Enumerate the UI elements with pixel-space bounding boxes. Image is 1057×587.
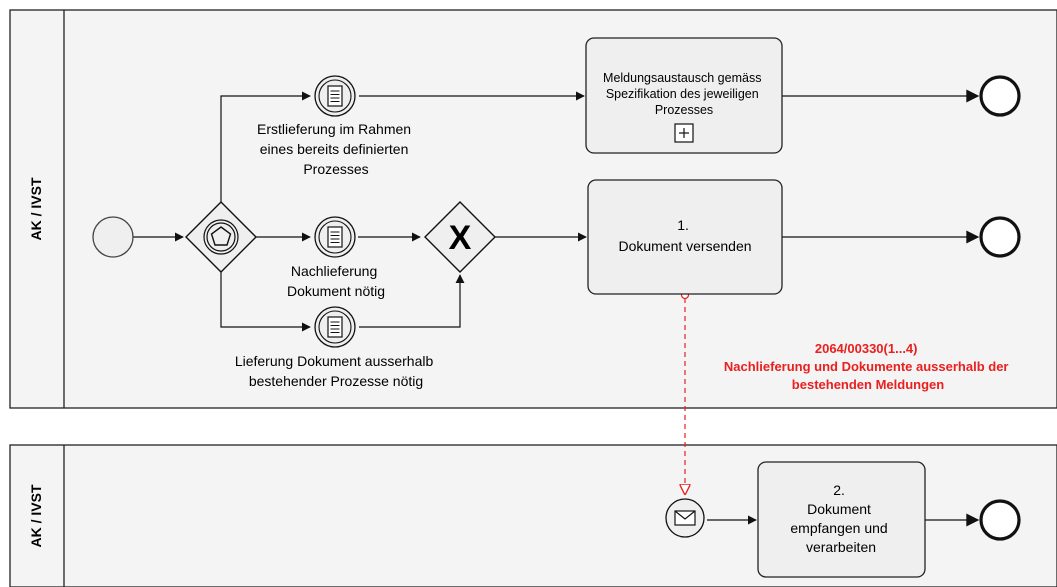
- sequence-flows-pool-1: [133, 89, 980, 332]
- task-1-title: Dokument versenden: [618, 238, 751, 254]
- task-spec-line-3: Prozesses: [655, 103, 713, 117]
- end-event-3[interactable]: [979, 499, 1021, 541]
- document-list-icon: [327, 226, 343, 248]
- flow-lieferung-to-xor: [359, 274, 465, 328]
- label-lieferung: Lieferung Dokument ausserhalb bestehende…: [235, 353, 437, 389]
- label-nachlieferung: Nachlieferung Dokument nötig: [287, 263, 385, 299]
- document-list-icon: [327, 85, 343, 107]
- end-event-1[interactable]: [979, 75, 1021, 117]
- pool-1-label: AK / IVST: [28, 177, 44, 240]
- flow-gateway-to-erstlieferung: [220, 91, 311, 202]
- event-nachlieferung[interactable]: [314, 216, 356, 258]
- task-2-number: 2.: [833, 482, 845, 498]
- start-event[interactable]: [92, 216, 134, 258]
- task-2-line-1: Dokument: [807, 501, 871, 517]
- x-icon: X: [449, 219, 472, 257]
- envelope-icon: [674, 510, 696, 526]
- event-erstlieferung[interactable]: [314, 75, 356, 117]
- pool-2-label: AK / IVST: [28, 484, 44, 547]
- svg-text:1. Dokument versenden: 1. Dokument versenden: [618, 217, 751, 254]
- task-dokument-versenden[interactable]: 1. Dokument versenden: [587, 179, 783, 295]
- task-meldungsaustausch[interactable]: Meldungsaustausch gemäss Spezifikation d…: [585, 37, 783, 154]
- message-annotation: 2064/00330(1...4) Nachlieferung und Doku…: [724, 341, 1012, 392]
- task-2-line-3: verarbeiten: [806, 539, 876, 555]
- label-erstlieferung: Erstlieferung im Rahmen eines bereits de…: [257, 121, 415, 177]
- event-lieferung[interactable]: [314, 306, 356, 348]
- task-dokument-empfangen[interactable]: 2. Dokument empfangen und verarbeiten: [757, 461, 926, 578]
- task-2-line-2: empfangen und: [790, 520, 887, 536]
- flow-gateway-to-lieferung: [220, 272, 311, 332]
- task-spec-line-1: Meldungsaustausch gemäss: [603, 71, 761, 85]
- subprocess-plus-icon[interactable]: [674, 123, 694, 143]
- task-spec-line-2: Spezifikation des jeweiligen: [606, 87, 759, 101]
- exclusive-gateway[interactable]: X: [424, 201, 496, 273]
- event-based-gateway[interactable]: [185, 201, 257, 273]
- message-start-event[interactable]: [665, 498, 705, 538]
- document-list-icon: [327, 316, 343, 338]
- svg-text:Meldungsaustausch gemäss: Meldungsaustausch gemäss Spezifikation d…: [603, 71, 765, 117]
- pentagon-icon: [203, 219, 239, 255]
- svg-text:2. Dokument empfan: 2. Dokument empfangen und verarbeiten: [790, 482, 891, 555]
- task-1-number: 1.: [677, 217, 689, 233]
- pool-1: AK / IVST: [9, 9, 1057, 409]
- end-event-2[interactable]: [979, 216, 1021, 258]
